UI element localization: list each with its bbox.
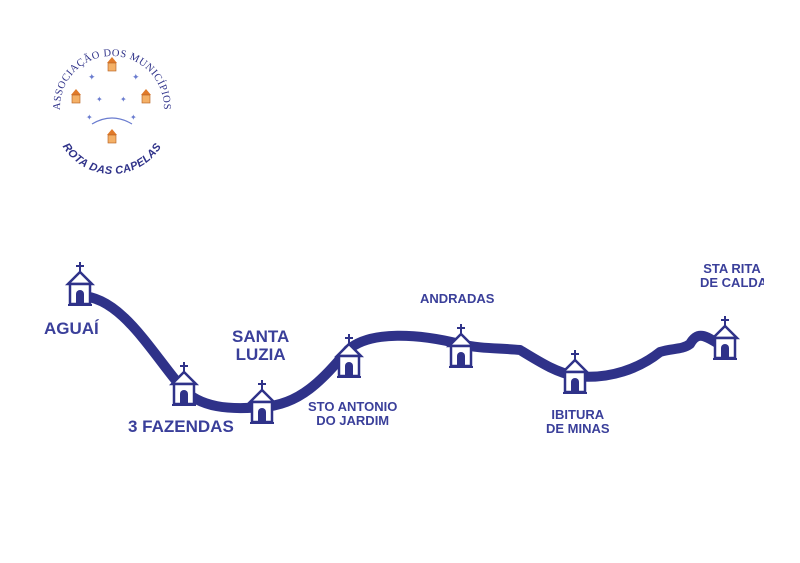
city-label-sto-antonio-do-jardim[interactable]: STO ANTONIO DO JARDIM: [308, 399, 398, 429]
city-label-3-fazendas[interactable]: 3 FAZENDAS: [128, 417, 234, 436]
chapel-icon[interactable]: [248, 378, 276, 425]
svg-text:✦: ✦: [96, 95, 103, 104]
chapel-icon[interactable]: [66, 260, 94, 307]
chapel-icon[interactable]: [447, 322, 475, 369]
svg-text:✦: ✦: [120, 95, 127, 104]
association-logo: ASSOCIAÇÃO DOS MUNICÍPIOS ROTA DAS CAPEL…: [52, 48, 172, 177]
svg-text:ROTA DAS CAPELAS: ROTA DAS CAPELAS: [60, 141, 164, 177]
city-label-aguai[interactable]: AGUAÍ: [44, 319, 99, 338]
svg-text:✦: ✦: [88, 73, 96, 83]
chapel-icon[interactable]: [711, 314, 739, 361]
svg-text:✦: ✦: [132, 73, 140, 83]
logo-chapel-icon: [70, 56, 152, 144]
city-label-ibitura-de-minas[interactable]: IBITURA DE MINAS: [546, 407, 610, 437]
chapel-icon[interactable]: [170, 360, 198, 407]
svg-text:✦: ✦: [86, 113, 93, 122]
city-label-andradas[interactable]: ANDRADAS: [420, 291, 495, 306]
logo-arc-bottom: ROTA DAS CAPELAS: [60, 141, 164, 177]
city-label-sta-rita-de-caldas[interactable]: STA RITA DE CALDAS: [700, 262, 764, 291]
chapel-icon[interactable]: [561, 348, 589, 395]
city-label-santa-luzia[interactable]: SANTA LUZIA: [232, 327, 290, 365]
svg-text:✦: ✦: [130, 113, 137, 122]
logo-star-icon: ✦ ✦ ✦ ✦ ✦ ✦: [86, 73, 140, 122]
